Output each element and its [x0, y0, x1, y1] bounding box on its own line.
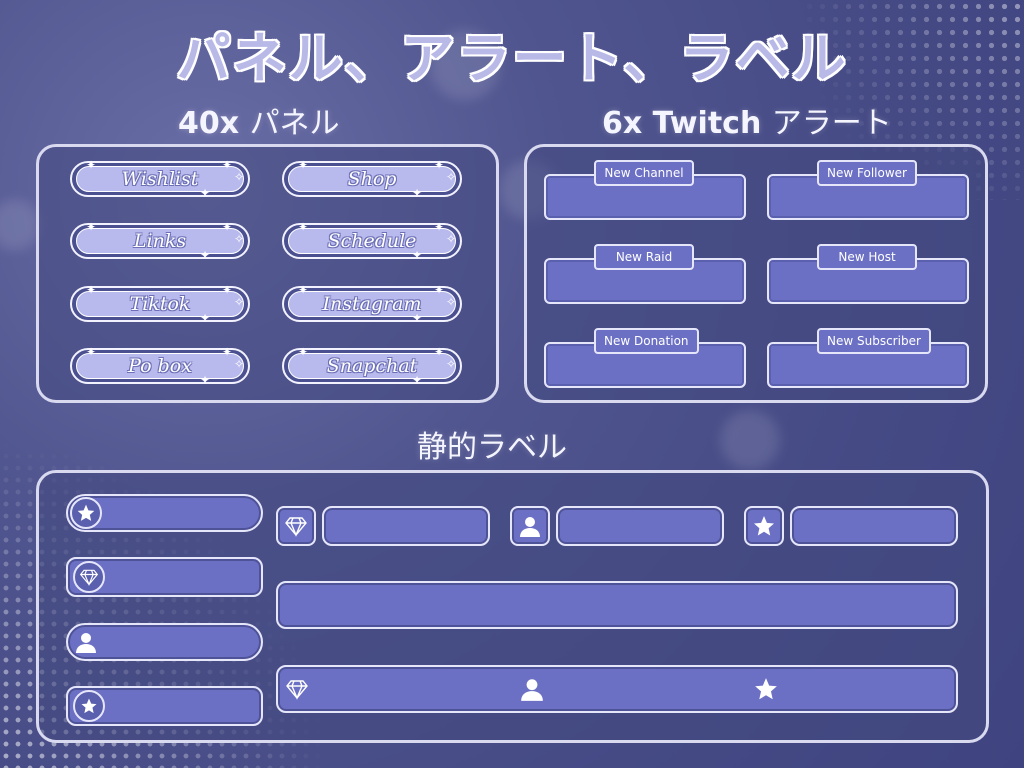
bokeh-light [720, 410, 780, 470]
sparkle-icon: ✦ [298, 220, 309, 234]
sparkle-icon: ✧ [234, 232, 245, 246]
sparkle-icon: ✦ [222, 345, 233, 359]
panel-label: Shop [288, 166, 456, 192]
panel-label: Schedule [288, 228, 456, 254]
sparkle-icon: ✧ [234, 357, 245, 371]
label-diamond-top [322, 506, 490, 546]
panel-label: Snapchat [288, 353, 456, 379]
alerts-count: 6x Twitch [602, 106, 762, 141]
sparkle-icon: ✦ [86, 345, 97, 359]
bokeh-light [430, 30, 500, 100]
panel-label: Instagram [288, 291, 456, 317]
alert-tag: New Channel [594, 160, 694, 186]
sparkle-icon: ✦ [434, 283, 445, 297]
label-user-left [66, 623, 263, 661]
sparkle-icon: ✦ [412, 248, 423, 262]
label-user-top [556, 506, 724, 546]
sparkle-icon: ✧ [446, 357, 457, 371]
panels-section-title: 40x パネル [178, 98, 340, 142]
sparkle-icon: ✧ [446, 170, 457, 184]
sparkle-icon: ✦ [200, 248, 211, 262]
panel-label: Po box [76, 353, 244, 379]
labels-section-title: 静的ラベル [417, 430, 567, 465]
panel-item: Tiktok✦✦✧✦ [70, 283, 250, 325]
sparkle-icon: ✦ [86, 158, 97, 172]
sparkle-icon: ✧ [446, 295, 457, 309]
panel-label: Links [76, 228, 244, 254]
alerts-section-title: 6x Twitch アラート [602, 98, 892, 142]
alerts-word: アラート [771, 106, 892, 141]
label-star-left [66, 494, 263, 532]
panel-item: Snapchat✦✦✧✦ [282, 345, 462, 387]
user-icon [519, 676, 545, 702]
user-icon-box [510, 506, 550, 546]
panel-item: Schedule✦✦✧✦ [282, 220, 462, 262]
panel-item: Wishlist✦✦✧✦ [70, 158, 250, 200]
panel-item: Instagram✦✦✧✦ [282, 283, 462, 325]
sparkle-icon: ✦ [412, 373, 423, 387]
sparkle-icon: ✦ [222, 158, 233, 172]
label-star-left-2 [66, 686, 263, 726]
diamond-icon [284, 514, 308, 538]
diamond-icon [73, 561, 105, 593]
sparkle-icon: ✦ [86, 283, 97, 297]
sparkle-icon: ✦ [434, 158, 445, 172]
diamond-icon [284, 677, 310, 701]
sparkle-icon: ✧ [234, 295, 245, 309]
sparkle-icon: ✦ [412, 311, 423, 325]
user-icon [70, 626, 102, 658]
label-wide-icons [276, 665, 958, 713]
star-icon [70, 497, 102, 529]
sparkle-icon: ✦ [222, 283, 233, 297]
star-icon [753, 676, 779, 702]
sparkle-icon: ✦ [200, 373, 211, 387]
panel-item: Links✦✦✧✦ [70, 220, 250, 262]
bokeh-light [0, 200, 40, 250]
star-icon-box [744, 506, 784, 546]
star-icon [752, 514, 776, 538]
label-wide-plain [276, 581, 958, 629]
user-icon [518, 514, 542, 538]
sparkle-icon: ✧ [446, 232, 457, 246]
panel-label: Tiktok [76, 291, 244, 317]
sparkle-icon: ✦ [86, 220, 97, 234]
label-diamond-left [66, 557, 263, 597]
label-star-top [790, 506, 958, 546]
sparkle-icon: ✦ [434, 220, 445, 234]
panels-word: パネル [249, 106, 340, 141]
alert-tag: New Follower [817, 160, 917, 186]
panel-item: Shop✦✦✧✦ [282, 158, 462, 200]
sparkle-icon: ✦ [298, 345, 309, 359]
sparkle-icon: ✦ [200, 186, 211, 200]
diamond-icon-box [276, 506, 316, 546]
sparkle-icon: ✦ [412, 186, 423, 200]
alert-tag: New Donation [594, 328, 699, 354]
sparkle-icon: ✦ [298, 158, 309, 172]
alert-tag: New Host [817, 244, 917, 270]
panels-count: 40x [178, 106, 240, 141]
sparkle-icon: ✦ [222, 220, 233, 234]
page-title: パネル、アラート、ラベル [176, 27, 848, 90]
sparkle-icon: ✦ [200, 311, 211, 325]
sparkle-icon: ✧ [234, 170, 245, 184]
alert-tag: New Raid [594, 244, 694, 270]
panel-item: Po box✦✦✧✦ [70, 345, 250, 387]
panel-label: Wishlist [76, 166, 244, 192]
sparkle-icon: ✦ [298, 283, 309, 297]
star-icon [73, 690, 105, 722]
sparkle-icon: ✦ [434, 345, 445, 359]
alert-tag: New Subscriber [817, 328, 931, 354]
